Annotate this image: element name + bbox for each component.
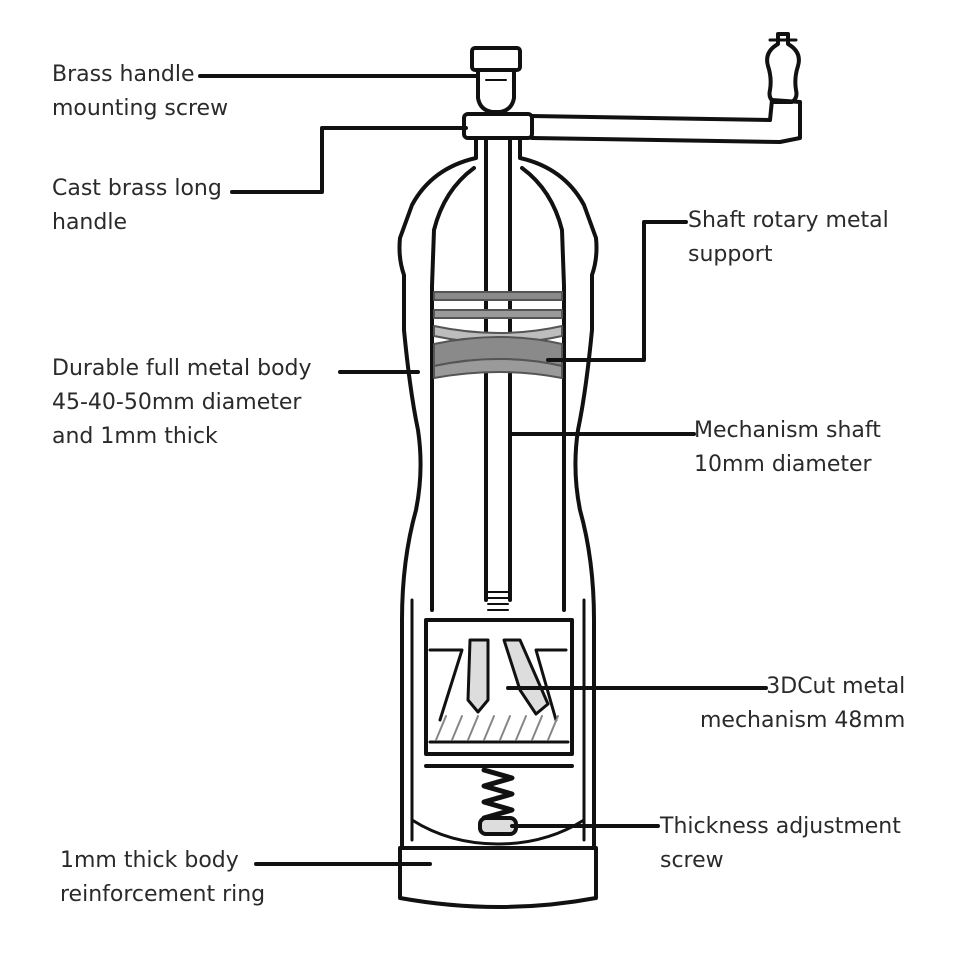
rotary-support-part: [433, 291, 563, 379]
label-line: Shaft rotary metal: [688, 208, 889, 233]
label-body-reinforcement-ring: 1mm thick body reinforcement ring: [60, 844, 265, 912]
label-line: 10mm diameter: [694, 452, 872, 477]
label-line: Brass handle: [52, 62, 195, 87]
label-mechanism-shaft: Mechanism shaft 10mm diameter: [694, 414, 881, 482]
base-ring-part: [398, 846, 598, 909]
label-line: Durable full metal body: [52, 356, 312, 381]
label-3dcut-metal-mechanism: 3DCut metal mechanism 48mm: [700, 670, 905, 738]
grinding-mechanism-part: [424, 618, 574, 768]
label-shaft-rotary-metal-support: Shaft rotary metal support: [688, 204, 889, 272]
label-line: support: [688, 242, 773, 267]
label-brass-handle-mounting-screw: Brass handle mounting screw: [52, 58, 228, 126]
adjustment-spring-part: [410, 767, 586, 846]
label-line: Cast brass long: [52, 176, 222, 201]
mounting-screw-part: [470, 46, 522, 114]
shaft-part: [484, 138, 512, 611]
label-line: 3DCut metal: [766, 674, 906, 699]
label-line: 45-40-50mm diameter: [52, 390, 302, 415]
label-durable-full-metal-body: Durable full metal body 45-40-50mm diame…: [52, 352, 312, 454]
body-outline-part: [397, 138, 599, 850]
label-cast-brass-long-handle: Cast brass long handle: [52, 172, 222, 240]
label-line: 1mm thick body: [60, 848, 239, 873]
label-line: Thickness adjustment: [660, 814, 901, 839]
crank-handle-part: [462, 32, 802, 144]
label-line: mechanism 48mm: [700, 708, 906, 733]
label-line: handle: [52, 210, 127, 235]
label-thickness-adjustment-screw: Thickness adjustment screw: [660, 810, 901, 878]
label-line: and 1mm thick: [52, 424, 218, 449]
label-line: reinforcement ring: [60, 882, 266, 907]
label-line: screw: [660, 848, 724, 873]
label-line: Mechanism shaft: [694, 418, 881, 443]
leader-lines: [198, 74, 768, 866]
label-line: mounting screw: [52, 96, 229, 121]
